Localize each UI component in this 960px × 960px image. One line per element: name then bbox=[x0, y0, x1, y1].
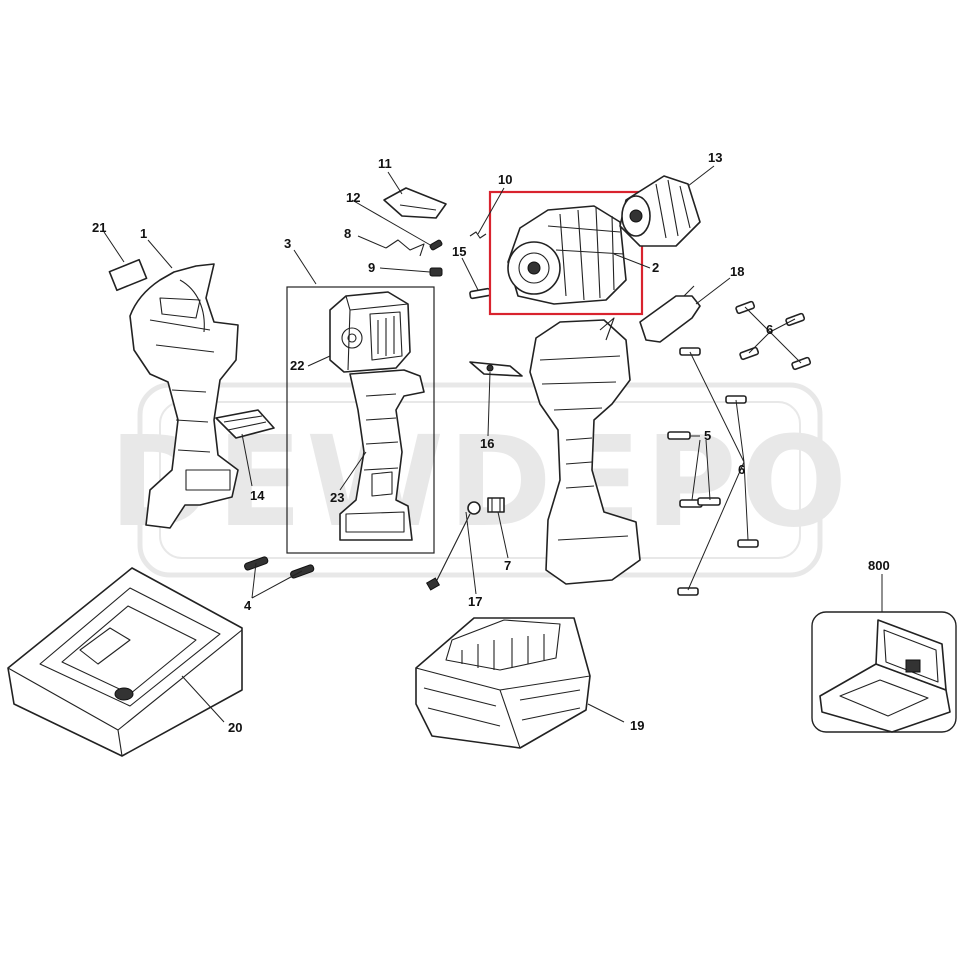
part-10-spring bbox=[469, 231, 487, 239]
callout-14: 14 bbox=[250, 488, 265, 503]
part-1-housing-left bbox=[129, 263, 239, 529]
part-16-bracket bbox=[469, 361, 523, 377]
part-21-label bbox=[108, 258, 148, 292]
part-14-trigger bbox=[215, 409, 275, 439]
leader-lines bbox=[103, 165, 883, 723]
callout-6-lower: 6 bbox=[738, 462, 745, 477]
part-19-battery bbox=[415, 617, 591, 749]
callout-21: 21 bbox=[92, 220, 106, 235]
part-23-electronics bbox=[339, 369, 425, 541]
callout-23: 23 bbox=[330, 490, 344, 505]
callout-800: 800 bbox=[868, 558, 890, 573]
callout-8: 8 bbox=[344, 226, 351, 241]
part-3-group-frame bbox=[286, 286, 435, 554]
callout-11: 11 bbox=[378, 156, 392, 171]
callout-22: 22 bbox=[290, 358, 304, 373]
callout-3: 3 bbox=[284, 236, 291, 251]
part-8-spring-clip bbox=[385, 239, 425, 257]
part-20-charger bbox=[7, 567, 243, 757]
callout-1: 1 bbox=[140, 226, 147, 241]
callout-18: 18 bbox=[730, 264, 744, 279]
part-800-case bbox=[811, 611, 957, 733]
part-13-chuck bbox=[619, 175, 701, 247]
callout-4: 4 bbox=[244, 598, 252, 613]
part-22-motor bbox=[329, 291, 411, 373]
part-12-pin bbox=[429, 239, 443, 251]
part-17-wire bbox=[425, 501, 481, 591]
highlight-box bbox=[488, 190, 644, 316]
part-7-block bbox=[487, 497, 505, 513]
part-5-screws bbox=[667, 431, 721, 508]
part-18-cover bbox=[639, 285, 701, 343]
callout-15: 15 bbox=[452, 244, 466, 259]
part-housing-right bbox=[529, 317, 641, 585]
callout-2: 2 bbox=[652, 260, 659, 275]
callout-19: 19 bbox=[630, 718, 644, 733]
part-6-screws-lower bbox=[677, 347, 759, 596]
part-6-screws-upper bbox=[735, 300, 812, 371]
callout-9: 9 bbox=[368, 260, 375, 275]
part-2-gearbox bbox=[507, 205, 627, 305]
callout-6-upper: 6 bbox=[766, 322, 773, 337]
callout-17: 17 bbox=[468, 594, 482, 609]
callout-5: 5 bbox=[704, 428, 711, 443]
callout-13: 13 bbox=[708, 150, 722, 165]
part-11-plate bbox=[383, 187, 447, 219]
callout-7: 7 bbox=[504, 558, 511, 573]
callout-10: 10 bbox=[498, 172, 512, 187]
callout-12: 12 bbox=[346, 190, 360, 205]
callout-20: 20 bbox=[228, 720, 242, 735]
part-15-screw bbox=[469, 287, 492, 300]
part-9-pin bbox=[429, 267, 443, 277]
callout-16: 16 bbox=[480, 436, 494, 451]
callout-labels: 1 2 3 4 5 6 6 7 8 9 10 11 12 13 14 15 16… bbox=[92, 150, 890, 735]
